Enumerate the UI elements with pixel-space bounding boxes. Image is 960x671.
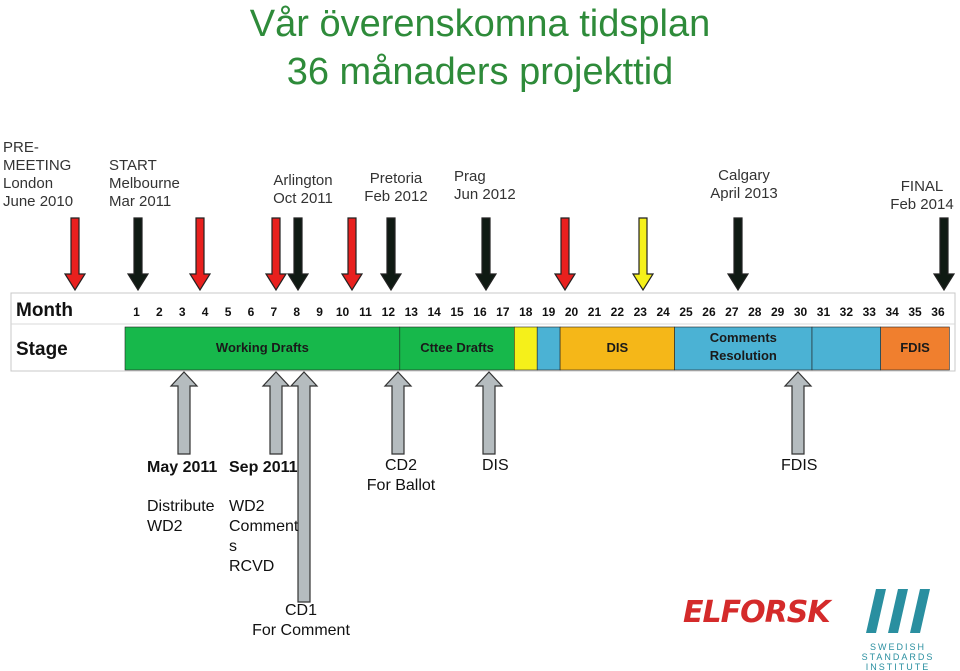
stage-fdis-label: FDIS	[900, 340, 930, 355]
month-number: 36	[931, 305, 945, 319]
month-number: 19	[542, 305, 556, 319]
month-number: 3	[179, 305, 186, 319]
month-number: 17	[496, 305, 510, 319]
month-number: 2	[156, 305, 163, 319]
month-number: 33	[863, 305, 877, 319]
month-number: 15	[450, 305, 464, 319]
stage-yellow	[513, 326, 538, 371]
month-number: 5	[225, 305, 232, 319]
page-title: Vår överenskomna tidsplan	[249, 3, 711, 45]
stage-bars: Working Drafts Cttee Drafts DIS CommentsRes…	[124, 326, 950, 371]
month-number: 24	[656, 305, 670, 319]
milestone-dis: DIS	[482, 457, 509, 474]
cd1-arrow	[289, 371, 319, 603]
sep2011-arrow	[261, 371, 291, 455]
dis-arrow	[474, 371, 504, 455]
start-arrow	[126, 217, 150, 292]
stage-comments-resolution-label: Comments	[710, 330, 777, 345]
month-number: 29	[771, 305, 785, 319]
sis-logo-mark	[866, 589, 930, 633]
calgary-arrow	[726, 217, 750, 292]
stage-comments-resolution-label: Resolution	[710, 348, 777, 363]
stage-fdis	[880, 326, 950, 371]
month-number: 6	[248, 305, 255, 319]
final-arrow	[932, 217, 956, 292]
red-arrow	[340, 217, 364, 292]
arlington-red-arrow	[264, 217, 288, 292]
sis-logo-text-2: STANDARDS	[861, 652, 935, 662]
month-row-label: Month	[16, 300, 73, 321]
meeting-arrows	[63, 217, 956, 292]
sis-logo-text-3: INSTITUTE	[865, 662, 931, 671]
stage-cttee-drafts-label: Cttee Drafts	[420, 340, 494, 355]
elforsk-logo: ELFORSK	[683, 595, 831, 630]
month-number: 13	[405, 305, 419, 319]
month-number: 27	[725, 305, 739, 319]
month-number: 1	[133, 305, 140, 319]
month-number: 26	[702, 305, 716, 319]
month-number: 12	[382, 305, 396, 319]
month-number: 16	[473, 305, 487, 319]
fdis-arrow	[783, 371, 813, 455]
month-number: 14	[427, 305, 441, 319]
prag-arrow	[474, 217, 498, 292]
milestone-fdis: FDIS	[781, 457, 818, 474]
month-number: 23	[634, 305, 648, 319]
month-number: 9	[316, 305, 323, 319]
stage-blue-2	[811, 326, 881, 371]
sis-logo-text-1: SWEDISH	[869, 642, 926, 652]
stage-row-label: Stage	[16, 339, 68, 360]
red-arrow	[553, 217, 577, 292]
month-number: 18	[519, 305, 533, 319]
month-number: 22	[611, 305, 625, 319]
stage-dis	[559, 326, 675, 371]
cd2-arrow	[383, 371, 413, 455]
yellow-arrow	[631, 217, 655, 292]
month-number: 10	[336, 305, 350, 319]
month-number: 31	[817, 305, 831, 319]
pre-meeting-arrow	[63, 217, 87, 292]
may2011-arrow	[169, 371, 199, 455]
month-number: 4	[202, 305, 209, 319]
stage-working-drafts-label: Working Drafts	[216, 340, 309, 355]
month-number: 30	[794, 305, 808, 319]
pretoria-arrow	[379, 217, 403, 292]
month-number: 20	[565, 305, 579, 319]
arlington-black-arrow	[286, 217, 310, 292]
month-number: 35	[908, 305, 922, 319]
month-number: 7	[271, 305, 278, 319]
month-number: 11	[359, 305, 372, 319]
milestone-may2011-date: May 2011	[147, 459, 218, 476]
red-arrow	[188, 217, 212, 292]
stage-comments-resolution	[674, 326, 813, 371]
month-number: 25	[679, 305, 693, 319]
stage-working-drafts	[124, 326, 401, 371]
milestone-sep2011-date: Sep 2011	[229, 459, 298, 476]
stage-cttee-drafts	[399, 326, 515, 371]
month-number: 28	[748, 305, 762, 319]
month-number: 34	[885, 305, 899, 319]
page-subtitle: 36 månaders projekttid	[286, 51, 674, 93]
month-number: 8	[293, 305, 300, 319]
month-number: 21	[588, 305, 602, 319]
milestone-arrows	[169, 371, 813, 603]
stage-blue-1	[536, 326, 561, 371]
stage-dis-label: DIS	[607, 340, 629, 355]
month-number: 32	[840, 305, 854, 319]
